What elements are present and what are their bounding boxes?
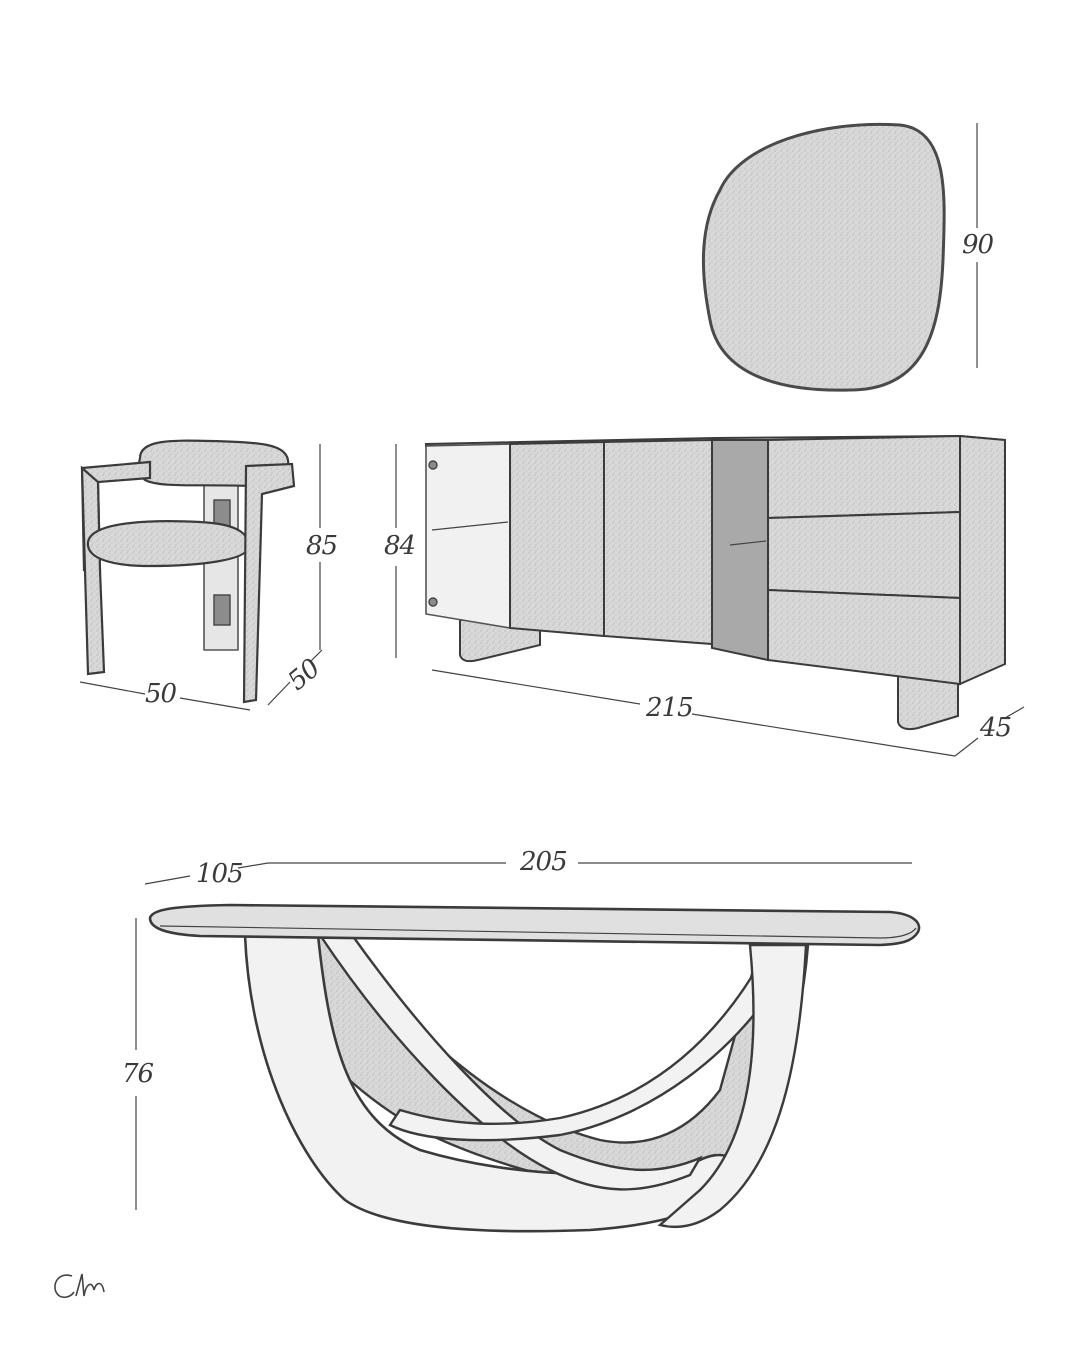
sideboard-side-panel: [959, 434, 1006, 686]
sideboard-drawer-3: [767, 588, 961, 686]
sideboard-drawer-1: [767, 434, 961, 520]
mirror-height-label: 90: [962, 230, 994, 260]
signature-logo: [54, 1273, 105, 1299]
sideboard-height-label: 84: [384, 531, 415, 561]
sideboard-width-label: 215: [645, 693, 693, 723]
sideboard-depth-label: 45: [979, 713, 1011, 743]
mirror: [701, 122, 946, 392]
table-crossing-band-2: [388, 943, 802, 1142]
sideboard-open-compartment: [711, 439, 769, 662]
sideboard-dimensions: 84 215 45: [384, 444, 1025, 757]
sideboard: [425, 434, 1006, 731]
chair-armrest-right: [242, 462, 296, 704]
mirror-height-dimension: 90: [962, 123, 995, 368]
dining-table: [148, 903, 921, 1233]
mirror-shape: [701, 122, 946, 392]
chair: [80, 439, 296, 704]
chair-seat: [86, 520, 250, 568]
chair-front-leg-left: [80, 465, 106, 676]
sideboard-drawer-2: [767, 510, 961, 600]
chair-depth-label: 50: [282, 653, 325, 696]
sideboard-door-2: [603, 438, 713, 646]
sideboard-leg-right: [897, 675, 959, 731]
chair-height-label: 85: [306, 531, 337, 561]
table-leg-front-right: [657, 943, 808, 1229]
table-depth-label: 105: [196, 859, 243, 889]
chair-width-label: 50: [145, 679, 177, 709]
sideboard-door-1: [509, 440, 605, 638]
sideboard-leg-left: [459, 619, 541, 663]
table-dimensions: 105 205 76: [122, 847, 912, 1210]
table-width-label: 205: [519, 847, 567, 877]
table-height-label: 76: [122, 1059, 154, 1089]
sideboard-glass-door: [425, 443, 511, 629]
